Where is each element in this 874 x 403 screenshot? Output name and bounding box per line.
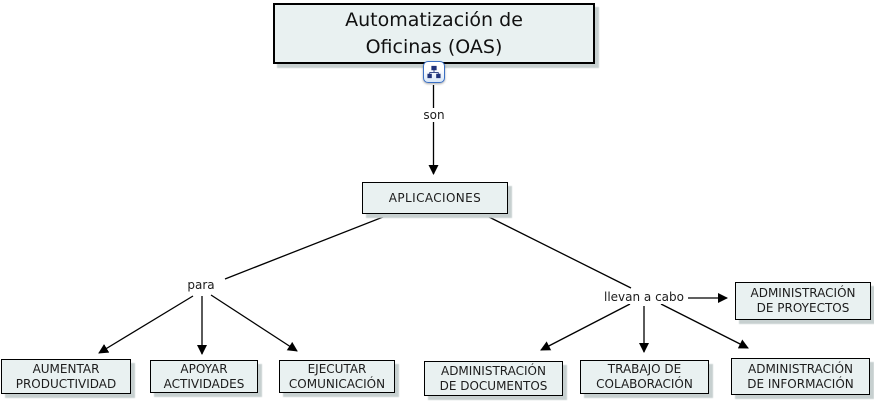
link-line-para-ejecutar	[210, 294, 298, 352]
concept-administracion-informacion[interactable]: ADMINISTRACIÓN DE INFORMACIÓN	[731, 358, 870, 395]
link-line-para-aumentar	[98, 295, 194, 354]
concept-administracion-proyectos[interactable]: ADMINISTRACIÓN DE PROYECTOS	[735, 282, 871, 320]
link-line-llevan-informacion	[660, 303, 749, 349]
link-label-son[interactable]: son	[420, 108, 448, 122]
concept-apoyar-actividades[interactable]: APOYAR ACTIVIDADES	[150, 360, 258, 393]
resource-link-button[interactable]	[423, 61, 445, 83]
concept-trabajo-colaboracion[interactable]: TRABAJO DE COLABORACIÓN	[580, 360, 709, 394]
concept-aumentar-productividad[interactable]: AUMENTAR PRODUCTIVIDAD	[1, 359, 131, 394]
link-line-to-para	[224, 216, 384, 280]
link-label-llevan-a-cabo[interactable]: llevan a cabo	[600, 290, 688, 304]
link-line-to-llevan	[488, 216, 632, 289]
link-label-para[interactable]: para	[184, 278, 218, 292]
concept-administracion-documentos[interactable]: ADMINISTRACIÓN DE DOCUMENTOS	[424, 361, 563, 396]
concept-aplicaciones[interactable]: APLICACIONES	[362, 182, 508, 214]
concept-automatizacion-oficinas[interactable]: Automatización de Oficinas (OAS)	[273, 3, 595, 64]
concept-ejecutar-comunicacion[interactable]: EJECUTAR COMUNICACIÓN	[279, 360, 395, 393]
cmap-hierarchy-icon	[427, 65, 441, 79]
link-line-llevan-documentos	[540, 303, 631, 351]
